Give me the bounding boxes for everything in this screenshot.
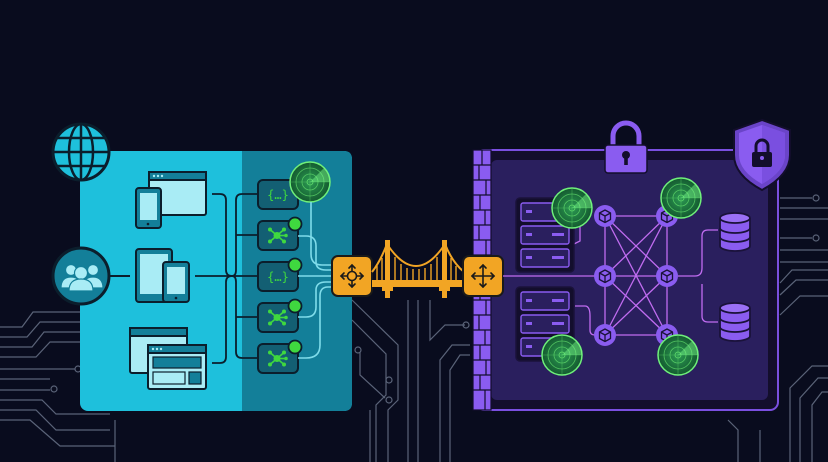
desktop-mobile-client bbox=[135, 171, 207, 229]
client-connectors bbox=[195, 193, 258, 364]
database-icon bbox=[719, 302, 751, 342]
users-icon bbox=[51, 246, 111, 306]
database-icon bbox=[719, 212, 751, 252]
tablet-phone-client bbox=[135, 248, 190, 303]
api-service-4 bbox=[257, 298, 303, 333]
api-service-5 bbox=[257, 339, 303, 374]
radar-icon bbox=[551, 187, 593, 229]
web-app-client bbox=[129, 327, 207, 390]
backend-zone bbox=[475, 149, 779, 411]
circuit-traces bbox=[0, 194, 828, 462]
svg-text:{…}: {…} bbox=[267, 188, 289, 202]
padlock-icon bbox=[604, 120, 648, 174]
radar-icon bbox=[657, 334, 699, 376]
shield-lock-icon bbox=[733, 118, 791, 192]
radar-icon bbox=[289, 161, 331, 203]
right-gateway bbox=[462, 255, 504, 297]
api-service-3: {…} bbox=[257, 257, 303, 292]
gateway-connectors bbox=[298, 202, 332, 359]
globe-icon bbox=[51, 122, 111, 182]
radar-icon bbox=[660, 177, 702, 219]
api-service-2 bbox=[257, 216, 303, 251]
status-online-icon bbox=[287, 216, 303, 232]
svg-text:{…}: {…} bbox=[267, 270, 289, 284]
left-gateway bbox=[331, 255, 373, 297]
api-services: {…} {…} bbox=[257, 179, 303, 374]
radar-icon bbox=[541, 334, 583, 376]
bridge-icon bbox=[371, 240, 465, 298]
